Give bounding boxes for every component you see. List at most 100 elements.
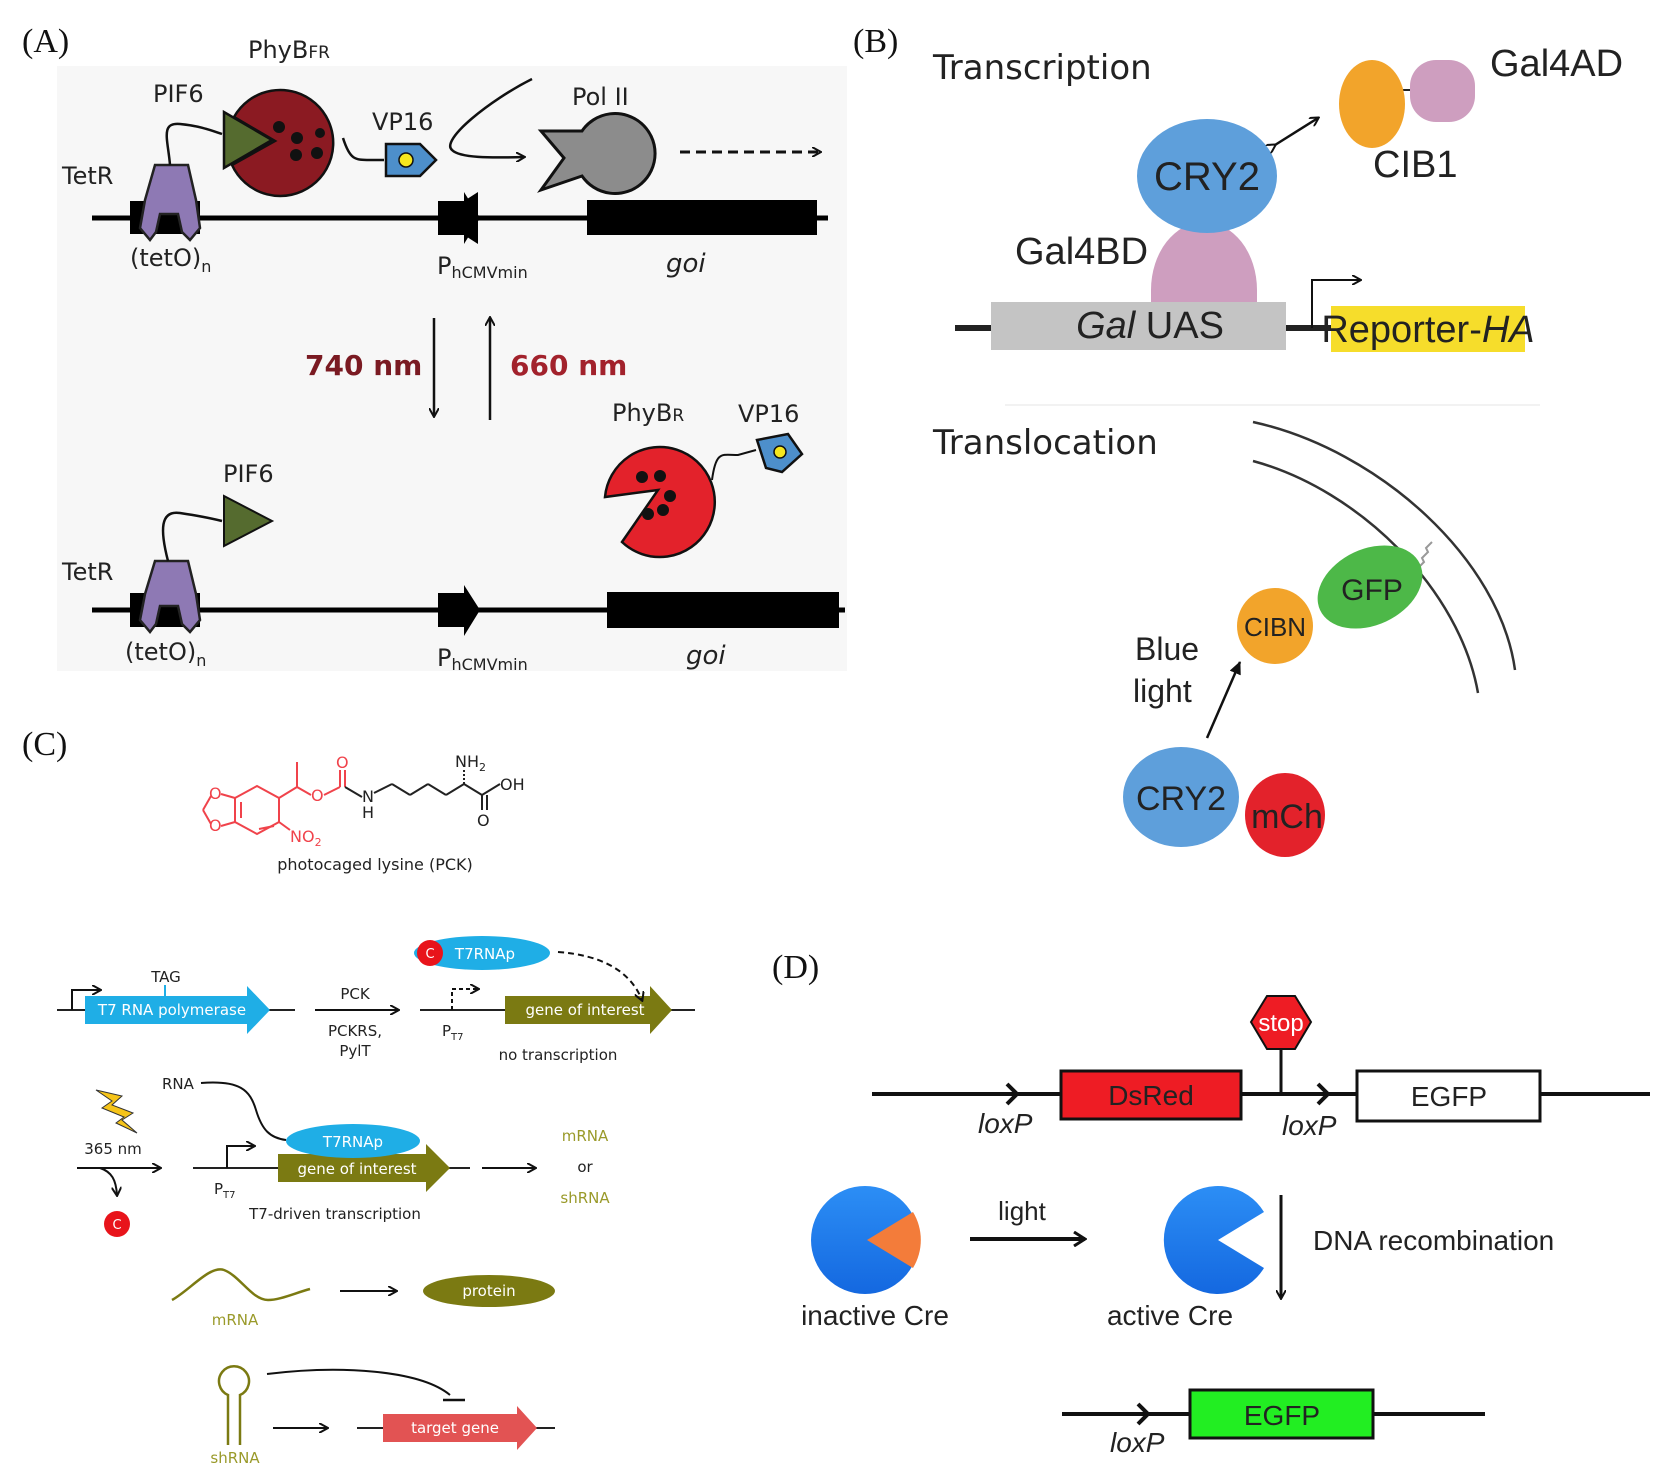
- vp16-core: [398, 152, 414, 168]
- phyb-r-label: PhyBR: [612, 399, 684, 427]
- rna-transcript-line: [200, 1081, 287, 1141]
- goi-gene-arrow-2: [278, 1144, 450, 1192]
- shrna-output: shRNA: [560, 1189, 610, 1207]
- pol2-label: Pol II: [572, 83, 629, 111]
- cre-inhibitor-wedge: [867, 1212, 921, 1268]
- panel-a: (A) TetR PIF6 PhyBFR: [22, 23, 847, 674]
- panel-b: (B) Transcription CRY2 Gal4BD Gal UAS Re…: [853, 23, 1623, 857]
- goi-block-2: [607, 592, 839, 628]
- reporter-promoter-arrow: [1311, 280, 1360, 328]
- cage-release-arrow: [99, 1167, 117, 1195]
- egfp-block-inactive: [1355, 1069, 1542, 1123]
- gal4ad-protein: [1410, 60, 1475, 122]
- t7-driven-label: T7-driven transcription: [248, 1205, 421, 1223]
- svg-text:O: O: [477, 811, 490, 830]
- cry2-label-2: CRY2: [1136, 780, 1226, 818]
- gfp-protein: [1317, 545, 1423, 629]
- svg-text:NO2: NO2: [290, 827, 322, 849]
- caged-t7rnap-label: T7RNAp: [454, 945, 515, 963]
- mch-protein: [1245, 773, 1325, 857]
- promoter-label: PhCMVmin: [437, 252, 528, 282]
- translocation-module: Translocation GFP CIBN Blue light CRY2 m…: [932, 420, 1517, 857]
- shrna-hairpin: [217, 1365, 251, 1445]
- t7-gene-arrow: [85, 986, 270, 1034]
- chromophore-dots: [273, 121, 325, 161]
- or-label: or: [577, 1158, 593, 1176]
- svg-text:O: O: [209, 784, 222, 803]
- blue-light-label-line1: Blue: [1135, 631, 1199, 667]
- dsred-block: [1059, 1069, 1243, 1121]
- tetr-pif6-linker: [165, 122, 223, 166]
- lysine-atoms: N H NH2 OH O: [362, 752, 525, 830]
- released-cage-icon: [104, 1211, 130, 1237]
- tetr-protein-2: [138, 559, 202, 635]
- panel-a-top-state: TetR PIF6 PhyBFR VP16 Pol II (tetO)n: [61, 36, 828, 282]
- inhibition-curve: [266, 1368, 451, 1396]
- pckrs-condition: PCKRS,: [328, 1022, 382, 1040]
- gfp-label: GFP: [1341, 574, 1403, 607]
- recruitment-arrow: [449, 77, 533, 157]
- cage-group-atoms: O O O O NO2: [209, 753, 349, 849]
- c-row2: 365 nm C PT7 gene of interest T7RNAp RNA…: [77, 1075, 610, 1237]
- cage-label: C: [425, 947, 434, 962]
- svg-text:H: H: [362, 803, 374, 822]
- pt7-label-2: PT7: [214, 1180, 236, 1201]
- membrane-outer: [1252, 420, 1517, 671]
- active-t7-promoter: [226, 1146, 254, 1168]
- cibn-label: CIBN: [1244, 612, 1306, 642]
- interaction-double-arrow: [1275, 118, 1318, 145]
- inactive-cre-body: [811, 1186, 919, 1294]
- cry2-label: CRY2: [1154, 155, 1260, 199]
- mch-label: mCh: [1251, 798, 1323, 836]
- panel-d: (D) loxP DsRed stop loxP EGFP inactive C…: [772, 949, 1650, 1458]
- gal4ad-label: Gal4AD: [1490, 43, 1623, 85]
- tetr-label-2: TetR: [61, 558, 113, 586]
- goi-label: goi: [666, 249, 706, 279]
- svg-text:O: O: [311, 786, 324, 805]
- tetr-label: TetR: [61, 162, 113, 190]
- cage-group-bonds: [202, 762, 346, 836]
- d-activation: inactive Cre light active Cre DNA recomb…: [801, 1186, 1554, 1331]
- dsred-label: DsRed: [1108, 1080, 1194, 1111]
- loxp-label-result: loxP: [1110, 1427, 1165, 1458]
- phyb-fr-label: PhyBFR: [248, 36, 330, 64]
- stop-sign-icon: [1249, 995, 1313, 1050]
- mrna-output: mRNA: [562, 1127, 609, 1145]
- goi-gene-arrow: [505, 986, 672, 1034]
- promoter-arrow-2: [438, 585, 480, 636]
- gal-uas-block: [991, 302, 1286, 350]
- c-row3: mRNA protein: [171, 1268, 555, 1329]
- pif6-label-2: PIF6: [223, 460, 274, 488]
- panel-b-label: (B): [853, 23, 898, 60]
- transcription-title: Transcription: [932, 48, 1152, 88]
- d-result: loxP EGFP: [1062, 1388, 1485, 1458]
- phyb-fr-protein: [230, 88, 335, 198]
- egfp-label-active: EGFP: [1244, 1400, 1320, 1431]
- pck-caption: photocaged lysine (PCK): [277, 855, 473, 874]
- panel-c-label: (C): [22, 726, 67, 763]
- mrna-strand: [171, 1268, 311, 1302]
- c-row1: TAG T7 RNA polymerase PCK PCKRS, PylT PT…: [57, 936, 695, 1064]
- caged-t7rnap: [414, 936, 550, 970]
- pif6-label: PIF6: [153, 80, 204, 108]
- goi-block: [587, 200, 817, 235]
- tag-label: TAG: [150, 968, 181, 986]
- pif6-protein-2: [223, 494, 275, 548]
- pck-condition: PCK: [340, 985, 371, 1003]
- light-label: light: [998, 1196, 1046, 1226]
- svg-text:NH2: NH2: [455, 752, 486, 774]
- panel-d-label: (D): [772, 949, 819, 986]
- recombination-label: DNA recombination: [1313, 1225, 1554, 1256]
- target-gene-arrow: [383, 1406, 537, 1450]
- svg-text:O: O: [336, 753, 349, 772]
- mrna-label: mRNA: [212, 1311, 259, 1329]
- panel-a-bottom-state: TetR PIF6 PhyBR VP16 (tetO)n PhCMVmin go…: [61, 399, 845, 674]
- loxp-site-2: [1316, 1082, 1331, 1106]
- goi-label-2: goi: [686, 641, 726, 671]
- protein-label: protein: [462, 1282, 515, 1300]
- membrane-anchor: [1417, 541, 1433, 569]
- t7-gene-label: T7 RNA polymerase: [97, 1001, 246, 1019]
- cry2-protein-2: [1123, 747, 1239, 847]
- released-cage-label: C: [112, 1218, 121, 1233]
